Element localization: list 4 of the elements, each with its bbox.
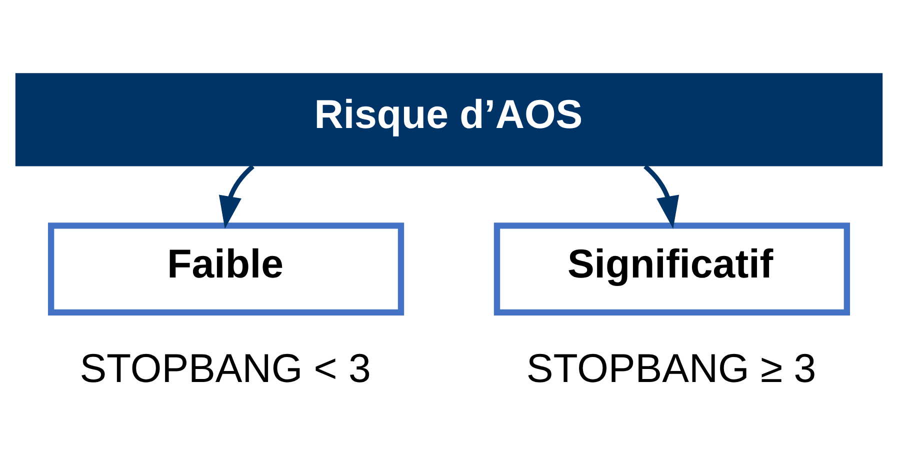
node-label: STOPBANG ≥ 3 (526, 345, 816, 390)
arrow (218, 164, 254, 228)
node-label: STOPBANG < 3 (80, 345, 371, 390)
arrow (644, 164, 680, 228)
